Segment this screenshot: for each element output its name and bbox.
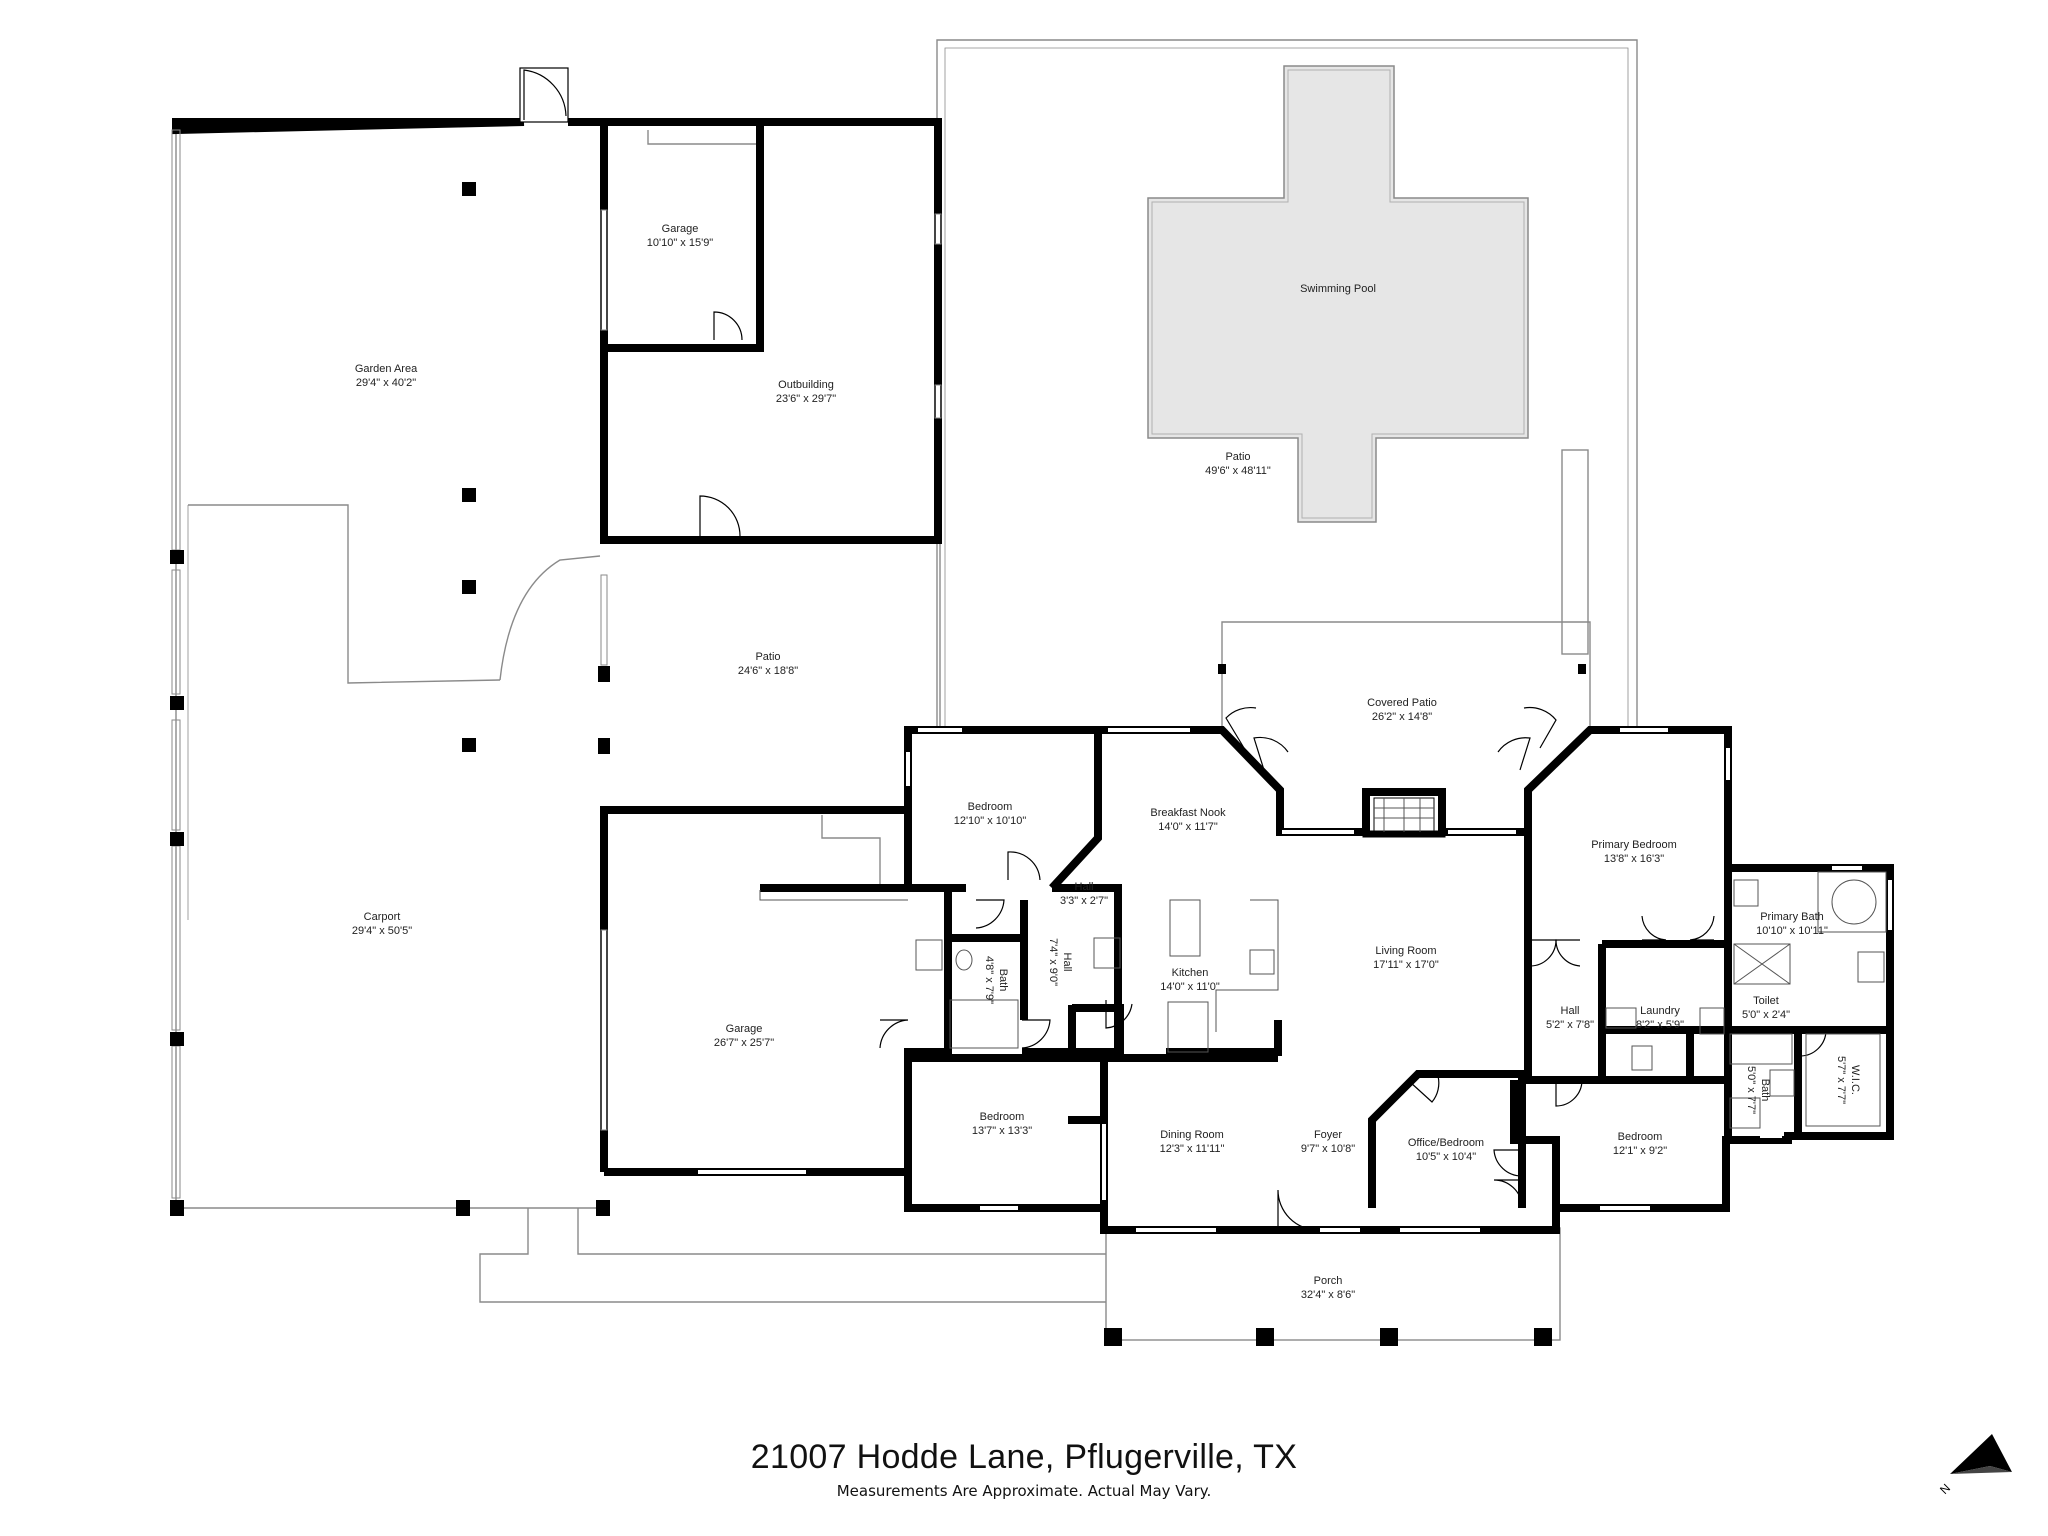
room-label-wic: W.I.C. 5'7" x 7'7" [1835,1056,1861,1104]
room-dims: 24'6" x 18'8" [738,665,798,677]
room-label-patio-back: Patio 49'6" x 48'11" [1205,451,1271,477]
room-label-breakfast-nook: Breakfast Nook 14'0" x 11'7" [1150,807,1226,833]
room-label-outbuilding: Outbuilding 23'6" x 29'7" [776,379,836,405]
room-name: Breakfast Nook [1150,807,1226,819]
room-name: Outbuilding [778,379,834,391]
room-dims: 3'3" x 2'7" [1060,895,1108,907]
room-dims: 10'10" x 15'9" [647,237,714,249]
room-label-laundry: Laundry 8'2" x 5'9" [1636,1005,1684,1031]
room-dims: 12'1" x 9'2" [1613,1145,1667,1157]
room-dims: 14'0" x 11'7" [1158,821,1218,833]
room-label-primary-bedroom: Primary Bedroom 13'8" x 16'3" [1591,839,1677,865]
room-name: Dining Room [1160,1129,1224,1141]
room-label-pool: Swimming Pool [1300,283,1376,295]
room-label-foyer: Foyer 9'7" x 10'8" [1301,1129,1355,1155]
room-label-carport: Carport 29'4" x 50'5" [352,911,412,937]
room-label-covered-patio: Covered Patio 26'2" x 14'8" [1367,697,1437,723]
room-dims: 29'4" x 40'2" [356,377,416,389]
room-dims: 7'4" x 9'0" [1047,938,1059,986]
room-label-garage-small: Garage 10'10" x 15'9" [647,223,714,249]
room-dims: 5'2" x 7'8" [1546,1019,1594,1031]
room-name: Primary Bath [1760,911,1824,923]
room-dims: 14'0" x 11'0" [1160,981,1220,993]
room-label-garden: Garden Area 29'4" x 40'2" [355,363,418,389]
room-label-dining-room: Dining Room 12'3" x 11'11" [1160,1129,1225,1155]
room-name: Garage [726,1023,763,1035]
room-name: Bath [997,969,1009,992]
room-dims: 23'6" x 29'7" [776,393,836,405]
room-name: Garden Area [355,363,418,375]
room-dims: 10'10" x 10'11" [1756,925,1828,937]
room-name: Hall [1061,953,1073,972]
room-name: Living Room [1375,945,1436,957]
room-name: Primary Bedroom [1591,839,1677,851]
window-sills [171,129,942,1199]
room-label-porch: Porch 32'4" x 8'6" [1301,1275,1355,1301]
room-label-bedroom-2: Bedroom 13'7" x 13'3" [972,1111,1032,1137]
room-name: Bedroom [1618,1131,1663,1143]
room-dims: 4'8" x 7'9" [983,956,995,1004]
room-label-hall-1: Hall 3'3" x 2'7" [1060,881,1108,907]
room-dims: 26'2" x 14'8" [1372,711,1432,723]
room-dims: 12'3" x 11'11" [1160,1143,1225,1155]
room-name: Swimming Pool [1300,283,1376,295]
room-dims: 13'8" x 16'3" [1604,853,1664,865]
room-dims: 8'2" x 5'9" [1636,1019,1684,1031]
room-name: Carport [364,911,401,923]
room-dims: 49'6" x 48'11" [1205,465,1271,477]
room-name: Laundry [1640,1005,1680,1017]
room-label-hall-3: Hall 5'2" x 7'8" [1546,1005,1594,1031]
room-name: Bedroom [980,1111,1025,1123]
room-name: Toilet [1753,995,1779,1007]
room-name: Office/Bedroom [1408,1137,1484,1149]
room-dims: 13'7" x 13'3" [972,1125,1032,1137]
room-dims: 29'4" x 50'5" [352,925,412,937]
property-address: 21007 Hodde Lane, Pflugerville, TX [750,1438,1298,1476]
room-dims: 26'7" x 25'7" [714,1037,774,1049]
thin-outlines [175,39,1638,1341]
room-name: Hall [1075,881,1094,893]
room-label-office-bedroom: Office/Bedroom 10'5" x 10'4" [1408,1137,1484,1163]
room-dims: 17'11" x 17'0" [1373,959,1439,971]
room-name: Patio [755,651,780,663]
room-labels: Garden Area 29'4" x 40'2" Garage 10'10" … [352,223,1861,1301]
room-label-bedroom-3: Bedroom 12'1" x 9'2" [1613,1131,1667,1157]
room-label-bath-1: Bath 4'8" x 7'9" [983,956,1009,1004]
room-dims: 32'4" x 8'6" [1301,1289,1355,1301]
doors [519,67,1827,1231]
room-name: Porch [1314,1275,1343,1287]
room-dims: 9'7" x 10'8" [1301,1143,1355,1155]
room-label-kitchen: Kitchen 14'0" x 11'0" [1160,967,1220,993]
room-name: W.I.C. [1849,1065,1861,1095]
swimming-pool [1147,65,1529,523]
room-name: Bath [1759,1079,1771,1102]
room-dims: 10'5" x 10'4" [1416,1151,1476,1163]
room-name: Foyer [1314,1129,1342,1141]
room-dims: 5'0" x 2'4" [1742,1009,1790,1021]
room-label-primary-bath: Primary Bath 10'10" x 10'11" [1756,911,1828,937]
room-name: Garage [662,223,699,235]
measurement-disclaimer: Measurements Are Approximate. Actual May… [836,1482,1212,1500]
room-dims: 5'7" x 7'7" [1835,1056,1847,1104]
room-label-living-room: Living Room 17'11" x 17'0" [1373,945,1439,971]
room-name: Bedroom [968,801,1013,813]
room-name: Kitchen [1172,967,1209,979]
posts [170,182,1586,1346]
room-name: Covered Patio [1367,697,1437,709]
windows [602,210,1892,1232]
room-label-garage-large: Garage 26'7" x 25'7" [714,1023,774,1049]
room-label-patio-side: Patio 24'6" x 18'8" [738,651,798,677]
room-dims: 5'0" x 7'7" [1745,1066,1757,1114]
room-label-hall-2: Hall 7'4" x 9'0" [1047,938,1073,986]
fixtures [759,797,1887,1129]
room-name: Patio [1225,451,1250,463]
room-label-toilet: Toilet 5'0" x 2'4" [1742,995,1790,1021]
room-label-bath-2: Bath 5'0" x 7'7" [1745,1066,1771,1114]
room-name: Hall [1561,1005,1580,1017]
room-dims: 12'10" x 10'10" [954,815,1027,827]
room-label-bedroom-1: Bedroom 12'10" x 10'10" [954,801,1027,827]
